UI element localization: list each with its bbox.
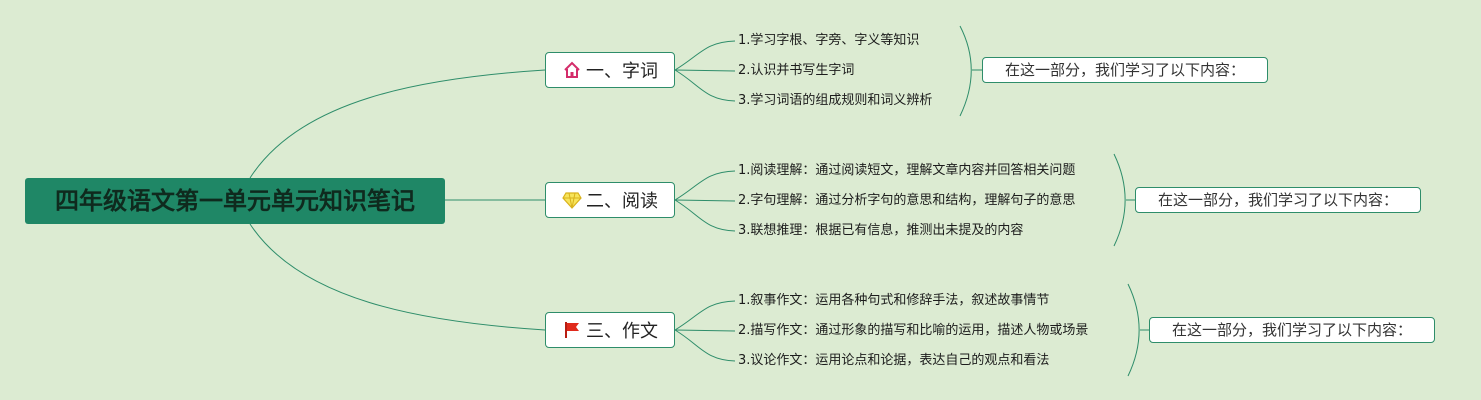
- topic-1-item-3-line: [674, 69, 736, 102]
- topic-2-item-1-line: [674, 170, 736, 201]
- root-topic[interactable]: 四年级语文第一单元单元知识笔记: [25, 178, 445, 224]
- list-item[interactable]: 1.学习字根、字旁、字义等知识: [738, 33, 920, 48]
- summary-brace-1: [959, 25, 972, 117]
- topic-reading[interactable]: 二、阅读: [545, 182, 675, 218]
- list-item[interactable]: 2.认识并书写生字词: [738, 63, 855, 78]
- list-item[interactable]: 1.阅读理解：通过阅读短文，理解文章内容并回答相关问题: [738, 163, 1076, 178]
- topic-2-item-2-line: [674, 199, 736, 202]
- home-icon: [562, 60, 582, 80]
- root-to-topic-3-line: [249, 223, 546, 331]
- topic-vocabulary[interactable]: 一、字词: [545, 52, 675, 88]
- summary-note[interactable]: 在这一部分，我们学习了以下内容：: [1149, 317, 1435, 343]
- topic-3-item-2-line: [674, 329, 736, 332]
- summary-note[interactable]: 在这一部分，我们学习了以下内容：: [982, 57, 1268, 83]
- topic-3-item-3-line: [674, 329, 736, 362]
- topic-composition[interactable]: 三、作文: [545, 312, 675, 348]
- root-to-topic-1-line: [249, 69, 546, 179]
- topic-3-item-1-line: [674, 300, 736, 331]
- topic-label: 二、阅读: [586, 191, 658, 212]
- list-item[interactable]: 2.描写作文：通过形象的描写和比喻的运用，描述人物或场景: [738, 323, 1089, 338]
- summary-brace-2: [1113, 153, 1126, 247]
- topic-label: 三、作文: [586, 321, 658, 342]
- list-item[interactable]: 1.叙事作文：运用各种句式和修辞手法，叙述故事情节: [738, 293, 1050, 308]
- topic-1-item-1-line: [674, 40, 736, 71]
- list-item[interactable]: 2.字句理解：通过分析字句的意思和结构，理解句子的意思: [738, 193, 1076, 208]
- summary-note[interactable]: 在这一部分，我们学习了以下内容：: [1135, 187, 1421, 213]
- list-item[interactable]: 3.联想推理：根据已有信息，推测出未提及的内容: [738, 223, 1024, 238]
- flag-icon: [562, 320, 582, 340]
- list-item[interactable]: 3.学习词语的组成规则和词义辨析: [738, 93, 933, 108]
- diamond-icon: [562, 190, 582, 210]
- list-item[interactable]: 3.议论作文：运用论点和论据，表达自己的观点和看法: [738, 353, 1050, 368]
- topic-label: 一、字词: [586, 61, 658, 82]
- summary-brace-3: [1127, 283, 1140, 377]
- topic-2-item-3-line: [674, 199, 736, 232]
- topic-1-item-2-line: [674, 69, 736, 72]
